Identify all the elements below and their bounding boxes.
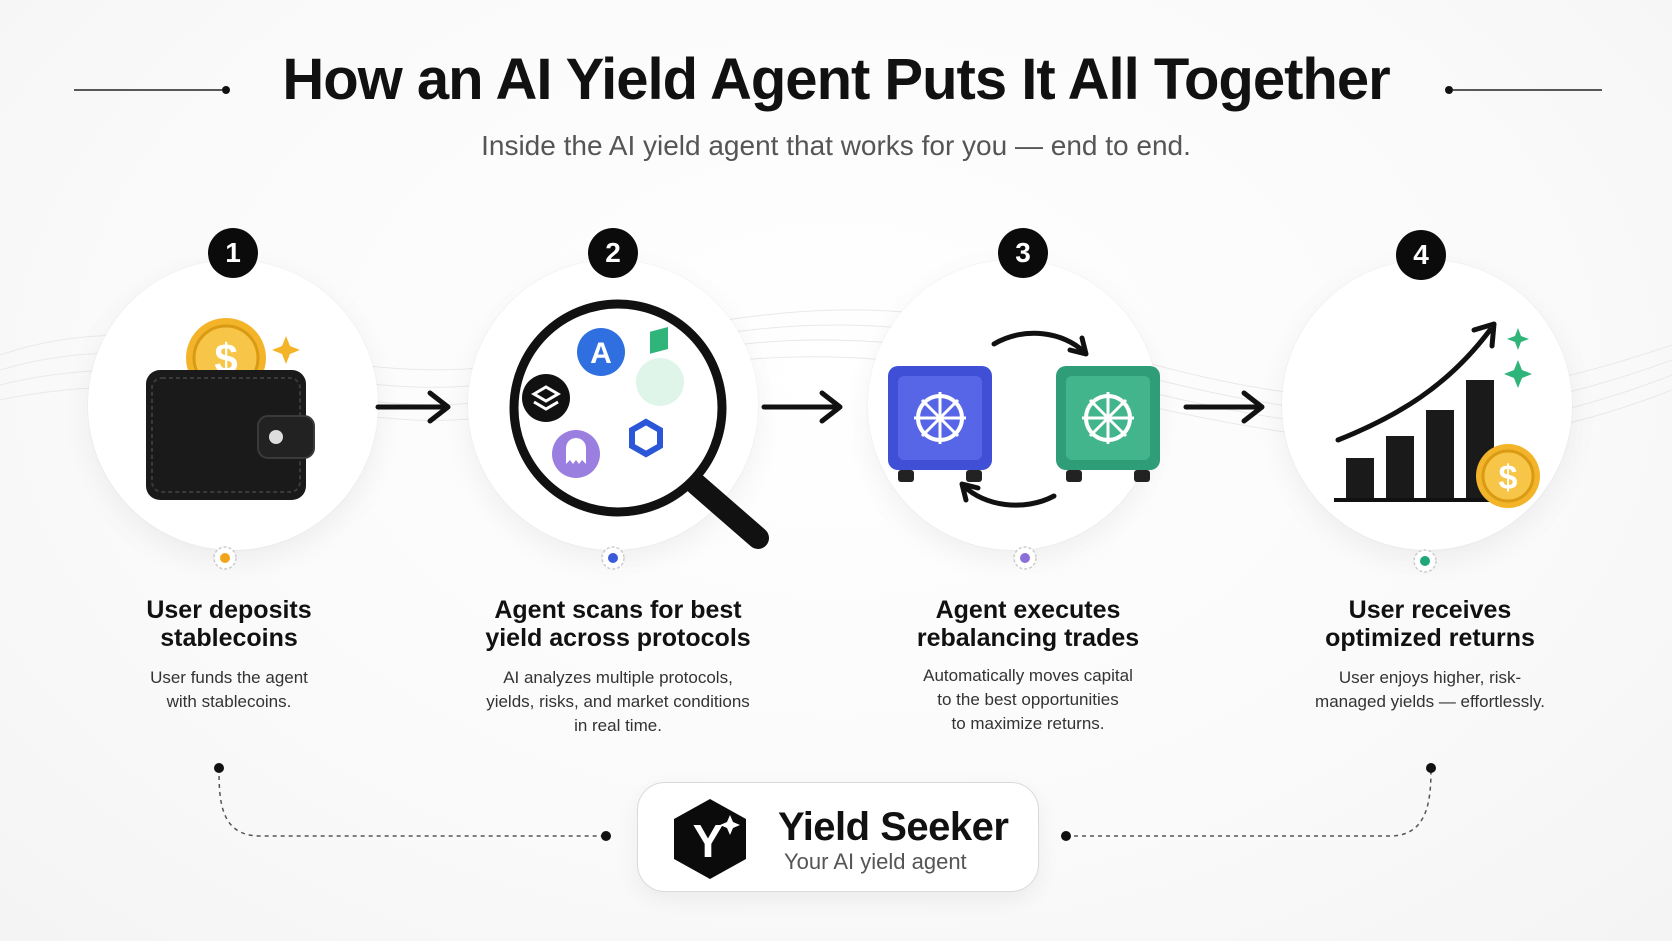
brand-tagline: Your AI yield agent (784, 849, 967, 874)
page-subtitle: Inside the AI yield agent that works for… (481, 130, 1191, 161)
magnifying-glass-protocols-icon: A (509, 299, 769, 549)
step-1-title-line2: stablecoins (160, 624, 298, 652)
step-1-node-dot (220, 553, 230, 563)
step-2-description: AI analyzes multiple protocols, yields, … (448, 666, 788, 738)
step-1-title-line1: User deposits (146, 596, 312, 624)
step-2-desc-line1: AI analyzes multiple protocols, (503, 668, 733, 687)
yield-seeker-badge: Y Yield Seeker Your AI yield agent (637, 782, 1039, 892)
step-3-desc-line3: to maximize returns. (951, 714, 1105, 733)
step-3-desc-line1: Automatically moves capital (923, 666, 1133, 685)
step-4-node (1413, 549, 1437, 573)
step-4-title-line1: User receives (1348, 596, 1512, 624)
step-1-number: 1 (208, 228, 258, 278)
logo-letter: Y (693, 815, 724, 867)
step-4-description: User enjoys higher, risk- managed yields… (1260, 666, 1600, 714)
step-1-description: User funds the agent with stablecoins. (59, 666, 399, 714)
step-3-title-line2: rebalancing trades (916, 624, 1140, 652)
svg-text:A: A (590, 337, 612, 370)
step-2-node (601, 546, 625, 570)
step-2-title-line2: yield across protocols (485, 624, 751, 652)
svg-text:$: $ (1499, 459, 1518, 497)
step-1-title: User deposits stablecoins (59, 596, 399, 652)
page-title: How an AI Yield Agent Puts It All Togeth… (282, 47, 1390, 112)
badge-connectors (214, 763, 1436, 841)
yield-seeker-logo-icon: Y (674, 799, 746, 879)
step-3-description: Automatically moves capital to the best … (858, 664, 1198, 736)
flow-arrows (375, 390, 1265, 424)
step-2-desc-line2: yields, risks, and market conditions (486, 692, 750, 711)
vault-swap-icon (888, 330, 1160, 508)
step-2-number: 2 (588, 228, 638, 278)
step-1-desc-line1: User funds the agent (150, 668, 308, 687)
growth-chart-coin-icon: $ (1334, 321, 1540, 508)
step-4-title-line2: optimized returns (1325, 624, 1535, 652)
step-3-title-line1: Agent executes (935, 596, 1121, 624)
step-1-node (213, 546, 237, 570)
step-4-title: User receives optimized returns (1260, 596, 1600, 652)
step-1-desc-line2: with stablecoins. (166, 692, 292, 711)
step-4-desc-line2: managed yields — effortlessly. (1315, 692, 1545, 711)
header-rules (74, 86, 1602, 94)
step-2-desc-line3: in real time. (574, 716, 662, 735)
step-4-desc-line1: User enjoys higher, risk- (1338, 668, 1522, 687)
brand-name: Yield Seeker (778, 805, 1009, 849)
step-3-desc-line2: to the best opportunities (937, 690, 1119, 709)
step-3-number: 3 (998, 228, 1048, 278)
step-2-title: Agent scans for best yield across protoc… (448, 596, 788, 652)
step-3-node (1013, 546, 1037, 570)
wallet-with-coin-icon: $ (146, 318, 315, 500)
step-3-title: Agent executes rebalancing trades (858, 596, 1198, 652)
step-2-title-line1: Agent scans for best (494, 596, 742, 624)
step-4-number: 4 (1396, 230, 1446, 280)
